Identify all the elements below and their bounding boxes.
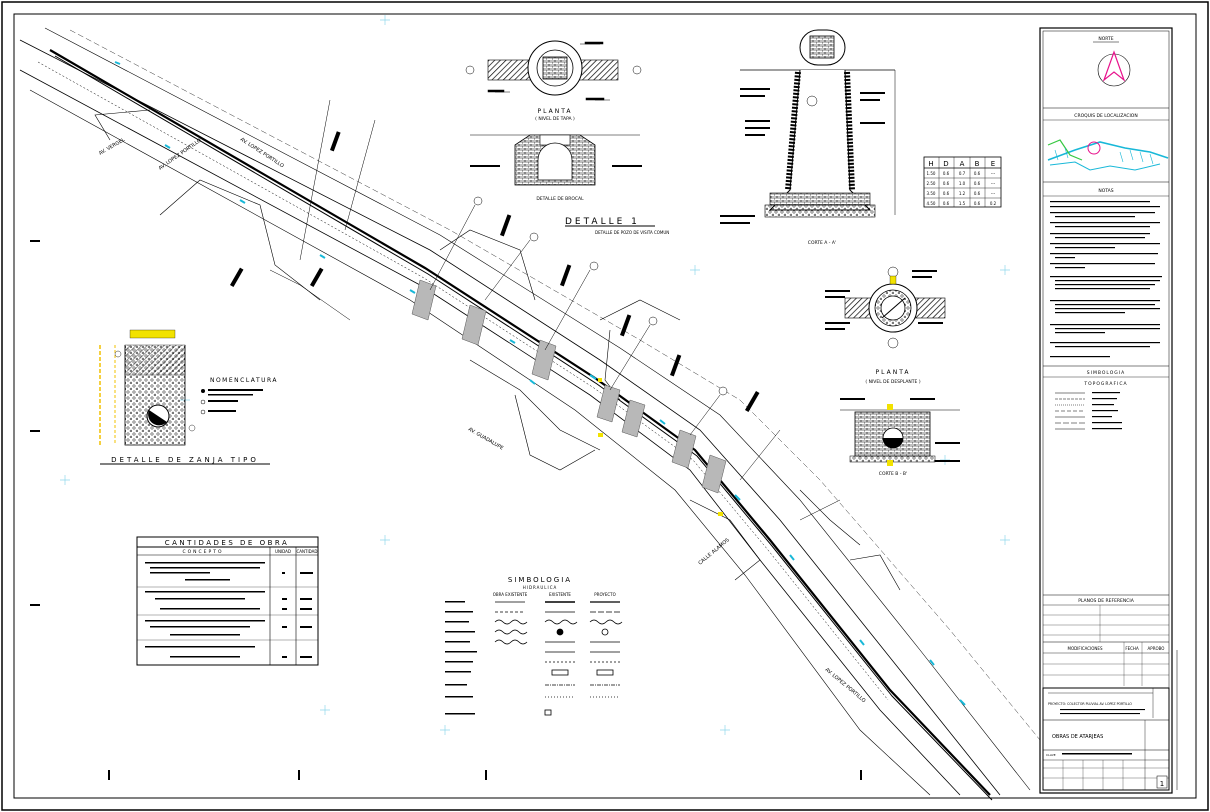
detalle-1-title-block: DETALLE 1 DETALLE DE POZO DE VISITA COMU… (565, 217, 669, 235)
topografica-label: TOPOGRAFICA (1083, 381, 1127, 387)
svg-text:3.50: 3.50 (927, 191, 936, 196)
cantidades-rows (145, 562, 313, 658)
croquis-label: CROQUIS DE LOCALIZACION (1074, 113, 1137, 119)
simbologia-title: SIMBOLOGIA (508, 576, 572, 584)
cantidades-table: CANTIDADES DE OBRA CONCEPTO UNIDAD CANTI… (136, 536, 319, 666)
norte-label: NORTE (1098, 36, 1113, 42)
road-annotations (230, 131, 760, 412)
aprobo-label: APROBO (1148, 646, 1165, 651)
simbologia-legend: SIMBOLOGIA HIDRAULICA OBRA EXISTENTE EXI… (445, 576, 623, 716)
clave-label: CLAVE (1046, 753, 1056, 757)
topo-legend (1055, 392, 1085, 430)
leader-labels (299, 99, 841, 521)
notas-label: NOTAS (1098, 188, 1113, 194)
table-rows: 1.50 0.6 0.7 0.6 --- 2.50 0.6 1.0 0.6 --- 3.50 0.… (927, 171, 997, 206)
location-map (1047, 139, 1169, 171)
planta-subtitle: ( NIVEL DE TAPA ) (535, 116, 575, 122)
simbologia-header: OBRA EXISTENTE (493, 592, 528, 597)
table-header: E (991, 160, 995, 168)
zanja-title: DETALLE DE ZANJA TIPO (111, 456, 259, 464)
legend-symbols (494, 601, 623, 716)
svg-text:0.6: 0.6 (943, 191, 950, 196)
modificaciones-label: MODIFICACIONES (1068, 646, 1103, 651)
simbologia-header: EXISTENTE (549, 592, 571, 597)
nomenclatura-title: NOMENCLATURA (210, 377, 278, 384)
yellow-markers (598, 378, 723, 516)
planos-label: PLANOS DE REFERENCIA (1078, 598, 1135, 604)
road-plan (19, 27, 1041, 801)
title-block: NORTE CROQUIS DE LOCALIZACION NOTAS (1039, 27, 1178, 794)
planta-tapa-detail: PLANTA ( NIVEL DE TAPA ) (465, 40, 642, 122)
table-header: A (960, 160, 965, 168)
cantidades-title: CANTIDADES DE OBRA (165, 539, 290, 547)
table-header: D (943, 160, 948, 168)
desplante-title: PLANTA (876, 369, 911, 376)
corte-aa-title: CORTE A - A' (808, 240, 836, 246)
table-header: H (928, 160, 933, 168)
svg-text:0.7: 0.7 (959, 171, 966, 176)
brocal-title: DETALLE DE BROCAL (536, 196, 584, 202)
topo-legend-labels (1092, 392, 1122, 430)
detalle-1-subtitle: DETALLE DE POZO DE VISITA COMUN (595, 230, 669, 235)
svg-text:0.6: 0.6 (943, 201, 950, 206)
simbologia-subtitle: HIDRAULICA (523, 585, 558, 590)
cantidades-header: CANTIDAD (297, 549, 318, 554)
planta-desplante-detail: PLANTA ( NIVEL DE DESPLANTE ) (825, 266, 946, 385)
corte-bb-detail: CORTE B - B' (840, 398, 960, 477)
svg-text:1.0: 1.0 (959, 181, 966, 186)
detalle-1-title: DETALLE 1 (565, 217, 640, 227)
survey-points (114, 61, 966, 706)
svg-text:0.6: 0.6 (974, 181, 981, 186)
legend-labels (445, 601, 477, 715)
sheet-number: 1 (1160, 780, 1164, 788)
svg-text:0.2: 0.2 (990, 201, 997, 206)
bottom-grid-labels (30, 240, 862, 780)
svg-text:0.6: 0.6 (943, 171, 950, 176)
svg-text:---: --- (991, 171, 996, 176)
svg-text:0.6: 0.6 (974, 191, 981, 196)
inner-border (13, 13, 1197, 799)
svg-text:0.6: 0.6 (974, 171, 981, 176)
svg-text:1.50: 1.50 (927, 171, 936, 176)
obras-label: OBRAS DE ATARJEAS (1052, 734, 1103, 740)
dimension-table: H D A B E 1.50 0.6 0.7 0.6 --- 2.50 0.6 1.0 0.6… (923, 156, 1002, 208)
simbologia-header: PROYECTO (594, 592, 615, 597)
north-arrow-icon (1097, 50, 1131, 87)
tb-simbologia-label: SIMBOLOGIA (1087, 370, 1125, 376)
proyecto-label: PROYECTO: COLECTOR PLUVIAL AV. LOPEZ POR… (1048, 702, 1132, 706)
zanja-detail: DETALLE DE ZANJA TIPO NOMENCLATURA (99, 329, 278, 465)
svg-text:---: --- (991, 181, 996, 186)
svg-text:2.50: 2.50 (927, 181, 936, 186)
cantidades-header: CONCEPTO (182, 549, 223, 555)
detalle-brocal: DETALLE DE BROCAL (470, 134, 642, 202)
corte-aa-detail: CORTE A - A' (720, 29, 896, 246)
notas-text (1050, 201, 1162, 358)
svg-text:1.2: 1.2 (959, 191, 966, 196)
svg-text:4.50: 4.50 (927, 201, 936, 206)
desplante-subtitle: ( NIVEL DE DESPLANTE ) (865, 379, 920, 385)
svg-text:0.6: 0.6 (943, 181, 950, 186)
fecha-label: FECHA (1125, 646, 1139, 651)
corte-bb-title: CORTE B - B' (879, 471, 907, 477)
svg-text:---: --- (991, 191, 996, 196)
cantidades-header: UNIDAD (275, 549, 291, 554)
table-header: B (975, 160, 980, 168)
svg-text:1.5: 1.5 (959, 201, 966, 206)
svg-text:0.6: 0.6 (974, 201, 981, 206)
planta-title: PLANTA (538, 108, 573, 115)
